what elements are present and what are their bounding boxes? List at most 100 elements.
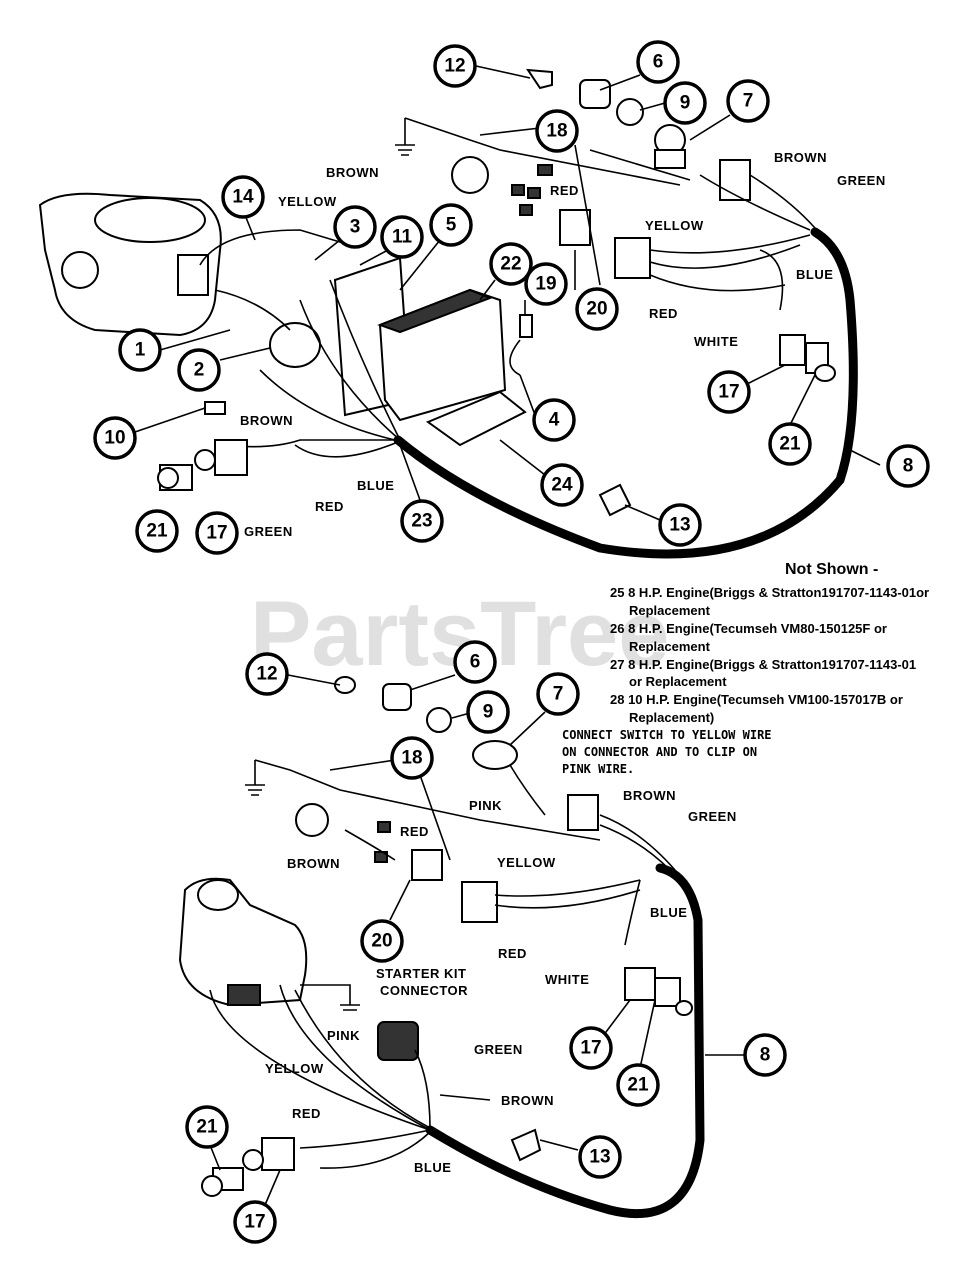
- wire-label-white: WHITE: [694, 334, 738, 349]
- not-shown-line: 28 10 H.P. Engine(Tecumseh VM100-157017B…: [610, 692, 903, 707]
- switch-note-line: CONNECT SWITCH TO YELLOW WIRE: [562, 728, 772, 742]
- wire-label-brown: BROWN: [774, 150, 827, 165]
- svg-text:6: 6: [653, 52, 664, 73]
- wire-label-red: RED: [315, 499, 344, 514]
- svg-text:18: 18: [401, 748, 422, 769]
- callout-top-24: 24: [540, 463, 584, 507]
- svg-text:24: 24: [551, 475, 573, 496]
- not-shown-line: 26 8 H.P. Engine(Tecumseh VM80-150125F o…: [610, 621, 887, 636]
- callout-bottom-21-left: 21: [185, 1105, 229, 1149]
- wire-label-red: RED: [649, 306, 678, 321]
- svg-text:13: 13: [669, 515, 690, 536]
- bottom-leaders: [209, 674, 745, 1206]
- callout-top-17-left: 17: [195, 511, 239, 555]
- wire-label-pink: PINK: [469, 798, 502, 813]
- switch-note-line: PINK WIRE.: [562, 762, 634, 776]
- svg-text:8: 8: [903, 456, 914, 477]
- svg-text:5: 5: [446, 215, 457, 236]
- svg-text:8: 8: [760, 1045, 771, 1066]
- svg-text:20: 20: [586, 299, 607, 320]
- wire-label-starter-kit: STARTER KIT: [376, 966, 466, 981]
- not-shown-line: Replacement: [629, 639, 711, 654]
- svg-text:6: 6: [470, 652, 481, 673]
- svg-text:10: 10: [104, 428, 125, 449]
- svg-text:18: 18: [546, 121, 567, 142]
- not-shown-line: Replacement: [629, 603, 711, 618]
- callout-top-3: 3: [333, 205, 377, 249]
- callout-top-17-right: 17: [707, 370, 751, 414]
- callout-top-2: 2: [177, 348, 221, 392]
- top-leaders: [134, 65, 881, 521]
- callout-top-9: 9: [663, 81, 707, 125]
- wire-label-yellow: YELLOW: [278, 194, 337, 209]
- wire-label-blue: BLUE: [796, 267, 833, 282]
- callout-top-12: 12: [433, 44, 477, 88]
- callout-top-22: 22: [489, 242, 533, 286]
- callout-top-23: 23: [400, 499, 444, 543]
- svg-text:17: 17: [206, 523, 227, 544]
- callout-top-19: 19: [524, 262, 568, 306]
- svg-text:20: 20: [371, 931, 392, 952]
- svg-text:9: 9: [483, 702, 494, 723]
- callout-top-11: 11: [380, 215, 424, 259]
- callout-top-4: 4: [532, 398, 576, 442]
- svg-text:21: 21: [779, 434, 801, 455]
- top-wire-labels: BROWN RED YELLOW BROWN GREEN YELLOW BLUE…: [240, 150, 885, 539]
- svg-text:19: 19: [535, 274, 556, 295]
- not-shown-line: or Replacement: [629, 674, 727, 689]
- svg-text:21: 21: [196, 1117, 218, 1138]
- not-shown-notes: Not Shown - 25 8 H.P. Engine(Briggs & St…: [610, 561, 929, 725]
- callout-bottom-7: 7: [536, 672, 580, 716]
- callout-bottom-6: 6: [453, 640, 497, 684]
- wire-label-connector: CONNECTOR: [380, 983, 468, 998]
- wire-label-green: GREEN: [244, 524, 293, 539]
- wire-label-yellow: YELLOW: [265, 1061, 324, 1076]
- callout-top-14: 14: [221, 175, 265, 219]
- wire-label-white: WHITE: [545, 972, 589, 987]
- not-shown-line: 27 8 H.P. Engine(Briggs & Stratton191707…: [610, 657, 916, 672]
- svg-text:12: 12: [256, 664, 277, 685]
- callout-top-6: 6: [636, 40, 680, 84]
- bottom-callouts: 12 6 9 7 18 20 17 21 8 21 17 13: [185, 640, 787, 1244]
- wire-label-yellow: YELLOW: [497, 855, 556, 870]
- callout-top-21-right: 21: [768, 422, 812, 466]
- wire-label-brown: BROWN: [326, 165, 379, 180]
- callout-top-10: 10: [93, 416, 137, 460]
- svg-text:1: 1: [135, 340, 146, 361]
- callout-top-1: 1: [118, 328, 162, 372]
- svg-text:2: 2: [194, 360, 205, 381]
- svg-text:3: 3: [350, 217, 361, 238]
- wire-label-red: RED: [550, 183, 579, 198]
- svg-text:21: 21: [146, 521, 168, 542]
- svg-text:23: 23: [411, 511, 432, 532]
- svg-text:7: 7: [553, 684, 564, 705]
- callout-bottom-9: 9: [466, 690, 510, 734]
- svg-text:4: 4: [549, 410, 560, 431]
- callout-top-20: 20: [575, 287, 619, 331]
- callout-bottom-8: 8: [743, 1033, 787, 1077]
- svg-text:14: 14: [232, 187, 254, 208]
- svg-text:17: 17: [580, 1038, 601, 1059]
- callout-bottom-20: 20: [360, 919, 404, 963]
- svg-text:13: 13: [589, 1147, 610, 1168]
- wire-label-brown: BROWN: [501, 1093, 554, 1108]
- callout-bottom-13: 13: [578, 1135, 622, 1179]
- svg-text:12: 12: [444, 56, 465, 77]
- callout-bottom-17-left: 17: [233, 1200, 277, 1244]
- wire-label-brown: BROWN: [240, 413, 293, 428]
- wire-label-green: GREEN: [474, 1042, 523, 1057]
- svg-text:9: 9: [680, 93, 691, 114]
- wire-label-pink: PINK: [327, 1028, 360, 1043]
- callout-top-18: 18: [535, 109, 579, 153]
- callout-bottom-18: 18: [390, 736, 434, 780]
- callout-top-13: 13: [658, 503, 702, 547]
- top-callouts: 12 6 9 7 18 14 3 11 5 22 19 20 1 2 10 4 …: [93, 40, 930, 555]
- wire-label-blue: BLUE: [650, 905, 687, 920]
- callout-bottom-17-right: 17: [569, 1026, 613, 1070]
- callout-bottom-12: 12: [245, 652, 289, 696]
- wire-label-blue: BLUE: [414, 1160, 451, 1175]
- wire-label-brown: BROWN: [623, 788, 676, 803]
- svg-text:21: 21: [627, 1075, 649, 1096]
- bottom-wire-labels: CONNECT SWITCH TO YELLOW WIRE ON CONNECT…: [265, 728, 772, 1175]
